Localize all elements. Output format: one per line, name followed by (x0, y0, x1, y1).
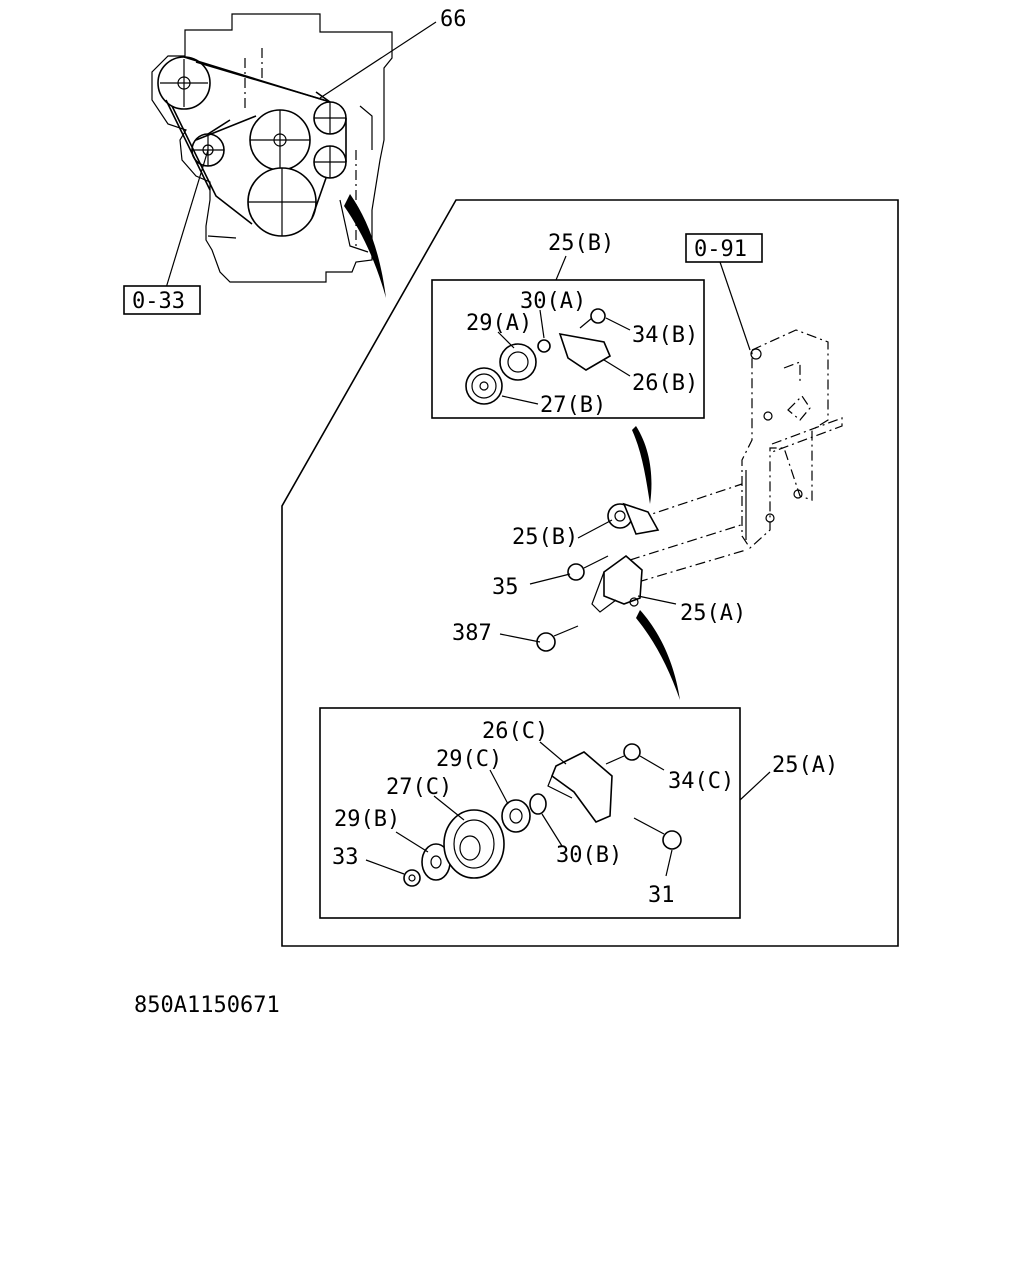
callout-27B: 27(B) (540, 393, 606, 418)
detail-pointer-low (636, 610, 680, 700)
callout-29A: 29(A) (466, 311, 532, 336)
callout-26B: 26(B) (632, 371, 698, 396)
callout-30B: 30(B) (556, 843, 622, 868)
callout-33: 33 (332, 845, 359, 870)
tensioner-assembly (536, 483, 747, 652)
callout-30A: 30(A) (520, 289, 586, 314)
callout-34C: 34(C) (668, 769, 734, 794)
callout-25B-mid: 25(B) (512, 525, 578, 550)
callout-29C: 29(C) (436, 747, 502, 772)
drawing-code: 850A1150671 (134, 993, 280, 1018)
detail-pointer-mid (632, 426, 652, 504)
callout-29B: 29(B) (334, 807, 400, 832)
callout-387: 387 (452, 621, 492, 646)
callout-25B-top: 25(B) (548, 231, 614, 256)
engine-overview (151, 13, 437, 298)
detail-frame (281, 199, 899, 947)
ref-box-0-91[interactable]: 0-91 (685, 233, 763, 263)
callout-66: 66 (440, 7, 467, 32)
callout-25A-right: 25(A) (772, 753, 838, 778)
parts-25B (465, 308, 631, 405)
detail-pointer-top (344, 194, 386, 298)
ref-box-0-33[interactable]: 0-33 (123, 285, 201, 315)
callout-26C: 26(C) (482, 719, 548, 744)
svg-text:0-33: 0-33 (132, 289, 185, 314)
callout-27C: 27(C) (386, 775, 452, 800)
callout-25A-mid: 25(A) (680, 601, 746, 626)
detail-box-25B (431, 279, 705, 419)
mounting-bracket (741, 329, 843, 549)
callout-31: 31 (648, 883, 675, 908)
callout-35: 35 (492, 575, 519, 600)
svg-text:0-91: 0-91 (694, 237, 747, 262)
detail-box-25A (319, 707, 741, 919)
parts-25A (365, 741, 682, 887)
callout-34B: 34(B) (632, 323, 698, 348)
